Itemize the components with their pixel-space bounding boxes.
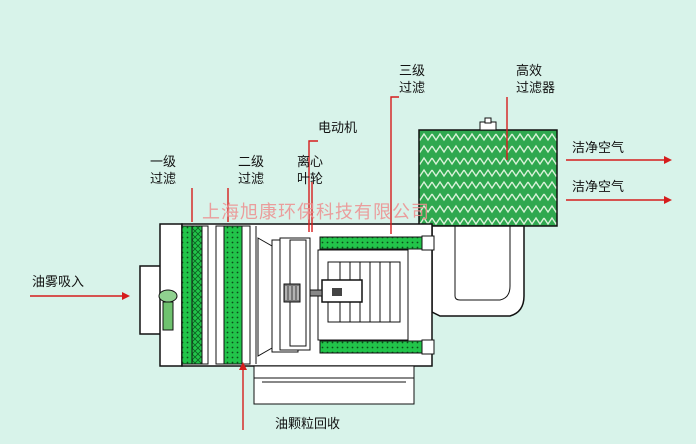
arrowheads bbox=[122, 156, 672, 370]
label-stage2-filter: 二级 过滤 bbox=[238, 155, 265, 187]
label-stage3-filter: 三级 过滤 bbox=[399, 64, 426, 96]
label-clean-air-2: 洁净空气 bbox=[572, 180, 625, 195]
label-hepa-filter: 高效 过滤器 bbox=[516, 64, 556, 96]
label-oil-recovery: 油颗粒回收 bbox=[275, 417, 341, 432]
watermark: 上海旭康环保科技有限公司 bbox=[202, 202, 430, 223]
hepa-filter-box bbox=[418, 117, 558, 227]
stage3-filter-bottom bbox=[319, 340, 423, 354]
inlet-housing bbox=[139, 223, 183, 367]
leader-lines bbox=[30, 96, 664, 430]
stage3-filter-top bbox=[319, 236, 423, 250]
oil-collection-tray bbox=[253, 365, 415, 405]
label-stage1-filter: 一级 过滤 bbox=[150, 155, 177, 187]
label-inlet: 油雾吸入 bbox=[32, 275, 85, 290]
label-clean-air-1: 洁净空气 bbox=[572, 141, 625, 156]
electric-motor bbox=[309, 249, 409, 341]
stage2-filter bbox=[215, 225, 251, 365]
stage1-filter bbox=[181, 225, 209, 365]
label-impeller: 离心 叶轮 bbox=[297, 155, 324, 187]
label-motor: 电动机 bbox=[318, 121, 358, 136]
centrifugal-impeller bbox=[255, 226, 311, 364]
